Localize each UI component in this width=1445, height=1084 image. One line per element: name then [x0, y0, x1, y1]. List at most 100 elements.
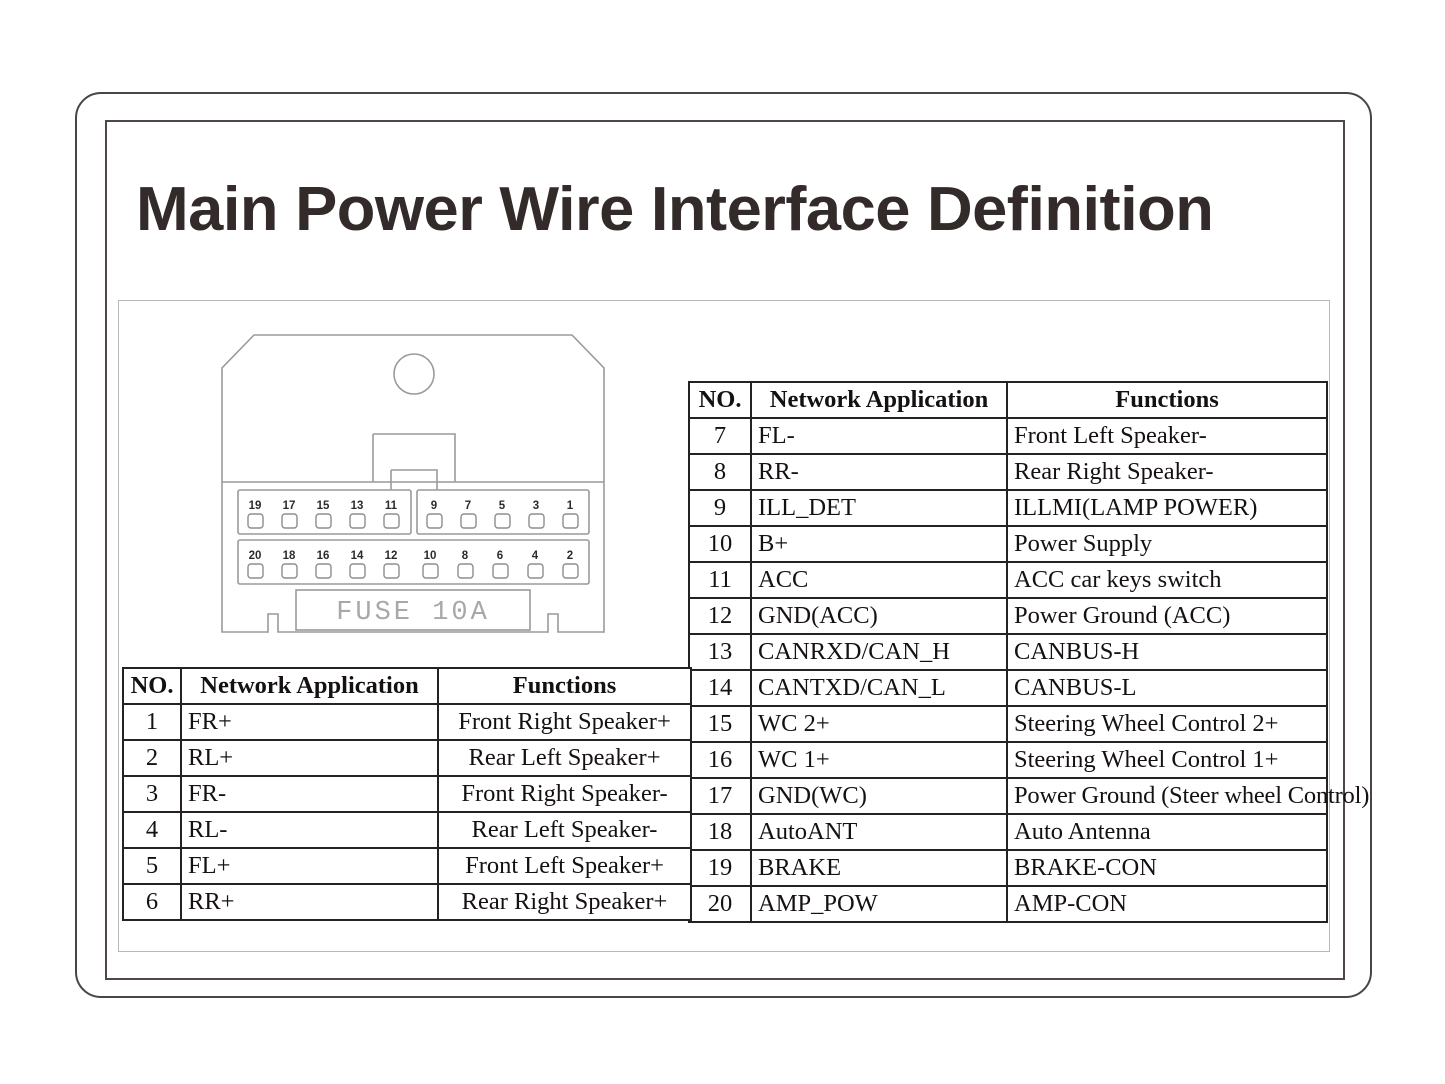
cell-fn: Front Left Speaker+	[437, 847, 692, 885]
cell-net: RR-	[750, 453, 1008, 491]
cell-no: 7	[688, 417, 752, 455]
pin-number-9: 9	[431, 500, 437, 512]
page-title: Main Power Wire Interface Definition	[136, 175, 1214, 244]
pins-bottom-row: 20 18 16 14 12 10	[247, 550, 579, 579]
cell-fn: Steering Wheel Control 1+	[1006, 741, 1328, 779]
cell-no: 10	[688, 525, 752, 563]
pin-pad	[457, 563, 474, 579]
cell-fn: Front Left Speaker-	[1006, 417, 1328, 455]
pin-pad	[281, 563, 298, 579]
cell-no: 3	[122, 775, 182, 813]
pin-number-17: 17	[283, 500, 296, 512]
cell-net: RL-	[180, 811, 439, 849]
pin-pad	[422, 563, 439, 579]
cell-net: RR+	[180, 883, 439, 921]
pin-pad	[426, 513, 443, 529]
cell-no: 1	[122, 703, 182, 741]
cell-fn: Front Right Speaker+	[437, 703, 692, 741]
pin-pad	[247, 513, 264, 529]
cell-no: 14	[688, 669, 752, 707]
cell-fn: Rear Right Speaker+	[437, 883, 692, 921]
cell-net: BRAKE	[750, 849, 1008, 887]
cell-net: ILL_DET	[750, 489, 1008, 527]
pin-number-5: 5	[499, 500, 506, 512]
header-fn: Functions	[437, 667, 692, 705]
pin-pad	[528, 513, 545, 529]
cell-no: 8	[688, 453, 752, 491]
connector-screw-circle	[393, 353, 435, 395]
cell-fn: Steering Wheel Control 2+	[1006, 705, 1328, 743]
fuse-label: FUSE 10A	[336, 598, 490, 628]
pin-number-20: 20	[249, 550, 262, 562]
cell-fn: CANBUS-L	[1006, 669, 1328, 707]
pin-pad	[492, 563, 509, 579]
pin-number-18: 18	[283, 550, 296, 562]
cell-fn: Auto Antenna	[1006, 813, 1328, 851]
pin-pad	[281, 513, 298, 529]
pin-pad	[562, 513, 579, 529]
cell-net: CANRXD/CAN_H	[750, 633, 1008, 671]
pin-bay-top-right	[416, 489, 590, 535]
cell-fn: ILLMI(LAMP POWER)	[1006, 489, 1328, 527]
cell-no: 12	[688, 597, 752, 635]
cell-no: 13	[688, 633, 752, 671]
cell-net: GND(WC)	[750, 777, 1008, 815]
pin-number-2: 2	[567, 550, 573, 562]
table-header-row: NO. Network Application Functions	[688, 381, 1328, 419]
fuse-box	[295, 589, 531, 631]
cell-net: AMP_POW	[750, 885, 1008, 923]
table-header-row: NO. Network Application Functions	[122, 667, 692, 705]
cell-no: 18	[688, 813, 752, 851]
cell-fn: AMP-CON	[1006, 885, 1328, 923]
cell-fn: CANBUS-H	[1006, 633, 1328, 671]
pin-pad	[315, 563, 332, 579]
cell-net: FR-	[180, 775, 439, 813]
pin-pad	[247, 563, 264, 579]
connector-diagram: 19 17 15 13 11 9	[218, 332, 608, 662]
pin-number-8: 8	[462, 550, 469, 562]
cell-net: AutoANT	[750, 813, 1008, 851]
pin-number-11: 11	[385, 500, 398, 512]
cell-net: WC 1+	[750, 741, 1008, 779]
pin-bay-bottom	[237, 539, 590, 585]
cell-net: WC 2+	[750, 705, 1008, 743]
cell-no: 4	[122, 811, 182, 849]
pins-top-right-group: 9 7 5 3 1	[426, 500, 579, 529]
pins-top-left-group: 19 17 15 13 11	[247, 500, 400, 529]
pin-number-15: 15	[317, 500, 330, 512]
cell-fn: Power Ground (ACC)	[1006, 597, 1328, 635]
cell-no: 16	[688, 741, 752, 779]
header-no: NO.	[688, 381, 752, 419]
pin-number-12: 12	[385, 550, 398, 562]
pin-number-4: 4	[532, 550, 539, 562]
pin-number-19: 19	[249, 500, 262, 512]
connector-latch-outer	[373, 433, 456, 482]
header-net: Network Application	[180, 667, 439, 705]
cell-fn: BRAKE-CON	[1006, 849, 1328, 887]
cell-net: CANTXD/CAN_L	[750, 669, 1008, 707]
cell-net: FL+	[180, 847, 439, 885]
pin-pad	[527, 563, 544, 579]
pin-number-14: 14	[351, 550, 364, 562]
cell-fn: Rear Left Speaker-	[437, 811, 692, 849]
cell-fn: Rear Left Speaker+	[437, 739, 692, 777]
cell-net: B+	[750, 525, 1008, 563]
header-no: NO.	[122, 667, 182, 705]
connector-latch-inner	[391, 469, 438, 490]
